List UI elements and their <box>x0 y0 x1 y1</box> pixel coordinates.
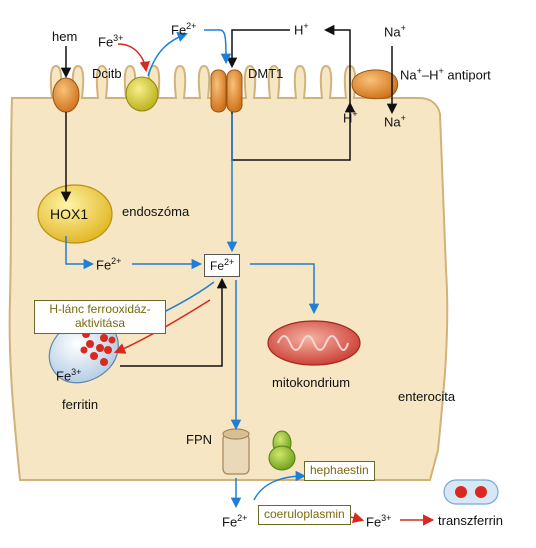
arrow-hox1-to-fe2 <box>65 236 95 270</box>
label-fe3-bottom: Fe3+ <box>366 513 392 530</box>
fpn-channel <box>222 428 250 475</box>
endosome <box>37 184 113 244</box>
hephaestin-protein <box>268 430 296 471</box>
label-ferritin: ferritin <box>62 397 99 412</box>
arrow-dcitb-to-fe2 <box>147 32 188 77</box>
label-h-inner: H+ <box>343 109 358 126</box>
label-ferroxidase: H-lánc ferrooxidáz- aktivitása <box>34 300 166 334</box>
dmt1-protein-left <box>210 69 227 113</box>
label-ceruloplasmin: coeruloplasmin <box>258 505 351 525</box>
label-dmt1: DMT1 <box>248 66 284 81</box>
label-na-inner: Na+ <box>384 113 406 130</box>
label-fe2-left: Fe2+ <box>96 256 122 273</box>
hem-transporter-protein <box>52 77 80 113</box>
label-fe2-pool: Fe2+ <box>204 254 241 277</box>
transferrin-protein <box>443 479 499 505</box>
label-hox1: HOX1 <box>50 206 89 222</box>
arrow-h-out <box>323 24 351 104</box>
arrow-fe2-to-hephaestin <box>253 470 307 501</box>
label-mitochondrion: mitokondrium <box>272 375 351 390</box>
label-fe3-ferritin: Fe3+ <box>56 367 82 384</box>
label-h-top: H+ <box>294 21 309 38</box>
arrow-h-to-dmt1 <box>226 29 290 69</box>
label-fe2-top: Fe2+ <box>171 21 197 38</box>
dmt1-protein-right <box>226 69 243 113</box>
label-fe3-top: Fe3+ <box>98 33 124 50</box>
label-enterocyte: enterocita <box>398 389 456 404</box>
label-transferrin: transzferrin <box>438 513 504 528</box>
arrow-pool-to-mito <box>250 263 320 315</box>
dcitb-protein <box>125 76 159 112</box>
label-na-top: Na+ <box>384 23 406 40</box>
mitochondrion-cristae <box>277 335 349 351</box>
antiport-protein <box>351 69 399 100</box>
arrow-fe2-to-dmt1 <box>204 29 232 65</box>
label-fe2-bottom: Fe2+ <box>222 513 248 530</box>
label-antiport: Na+–H+ antiport <box>400 66 491 83</box>
label-dcitb: Dcitb <box>92 66 122 81</box>
label-hephaestin: hephaestin <box>304 461 375 481</box>
arrow-fe3-reduction <box>117 43 151 73</box>
label-fpn: FPN <box>186 432 212 447</box>
label-endosome: endoszóma <box>122 204 190 219</box>
arrow-ferritin-release <box>120 277 228 367</box>
label-hem: hem <box>52 29 78 44</box>
